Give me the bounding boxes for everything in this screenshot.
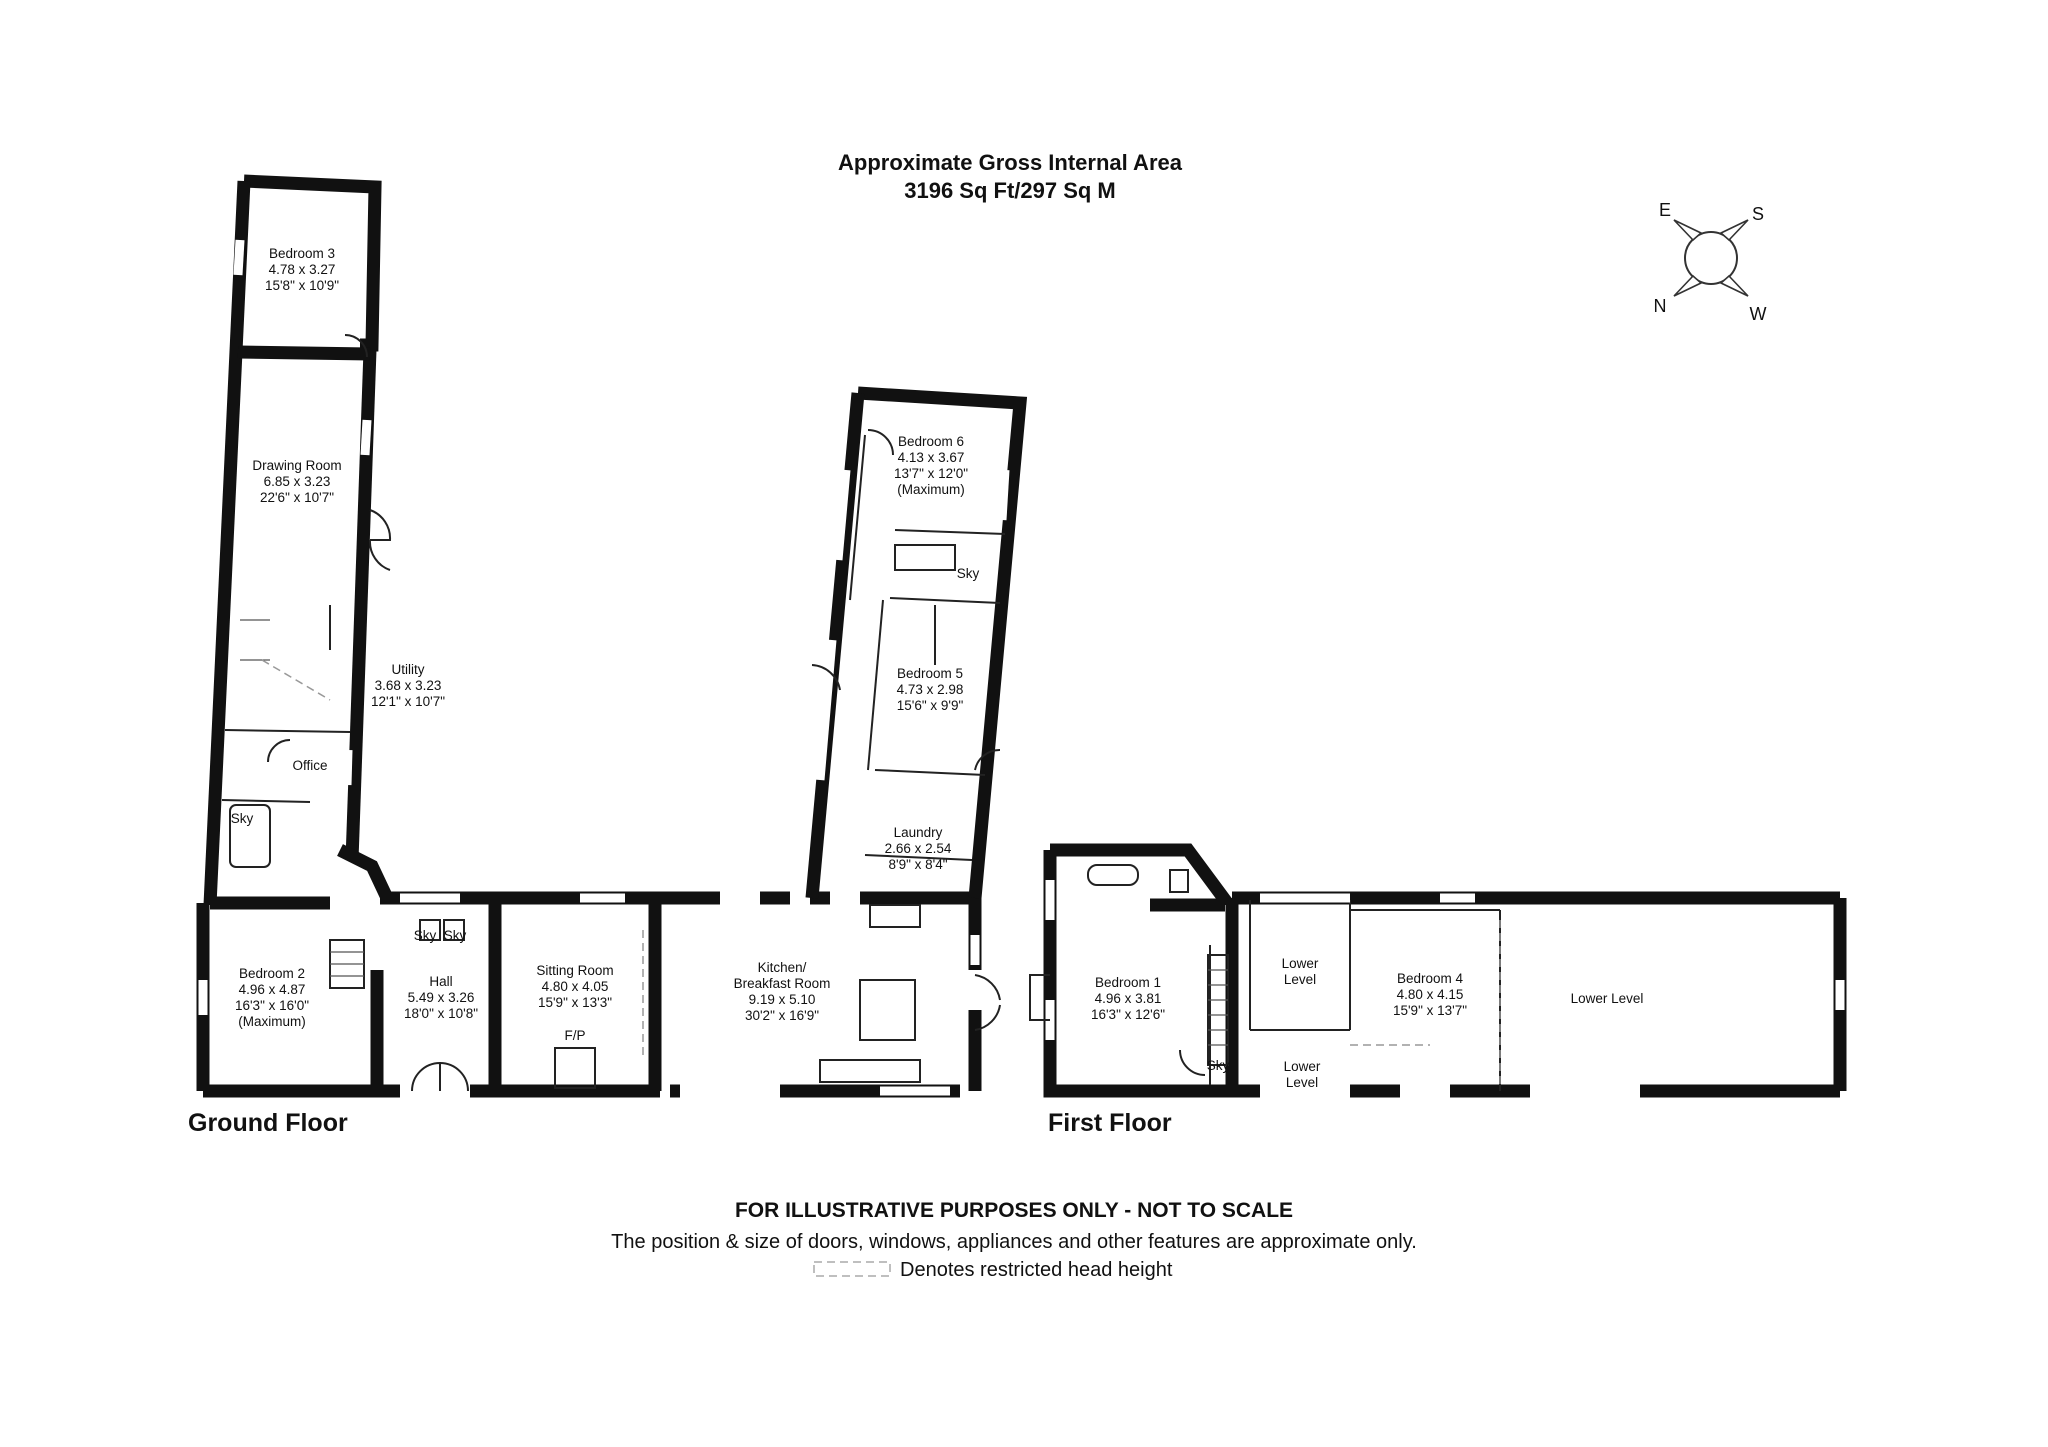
svg-text:Hall: Hall	[429, 974, 452, 989]
area-total: 3196 Sq Ft/297 Sq M	[904, 178, 1116, 203]
svg-text:Laundry: Laundry	[894, 825, 943, 840]
skylight-label: Sky	[414, 928, 437, 943]
svg-text:Bedroom 3: Bedroom 3	[269, 246, 335, 261]
svg-text:Level: Level	[1284, 972, 1316, 987]
room-laundry: Laundry 2.66 x 2.54 8'9" x 8'4"	[885, 825, 952, 872]
compass-s: S	[1752, 204, 1764, 224]
svg-text:(Maximum): (Maximum)	[897, 482, 965, 497]
compass-w: W	[1750, 304, 1767, 324]
svg-text:18'0" x 10'8": 18'0" x 10'8"	[404, 1006, 478, 1021]
room-sitting-room: Sitting Room 4.80 x 4.05 15'9" x 13'3"	[536, 963, 613, 1010]
svg-text:16'3" x 16'0": 16'3" x 16'0"	[235, 998, 309, 1013]
room-lower-level-a: Lower Level	[1282, 956, 1319, 987]
area-title: Approximate Gross Internal Area	[838, 150, 1183, 175]
svg-text:16'3" x 12'6": 16'3" x 12'6"	[1091, 1007, 1165, 1022]
svg-text:Breakfast Room: Breakfast Room	[734, 976, 831, 991]
first-floor-restricted-head-height	[1350, 920, 1501, 1085]
compass-n: N	[1654, 296, 1667, 316]
svg-text:4.96 x 3.81: 4.96 x 3.81	[1095, 991, 1162, 1006]
svg-text:(Maximum): (Maximum)	[238, 1014, 306, 1029]
room-bedroom-3: Bedroom 3 4.78 x 3.27 15'8" x 10'9"	[265, 246, 339, 293]
room-bedroom-1: Bedroom 1 4.96 x 3.81 16'3" x 12'6"	[1091, 975, 1165, 1022]
legend-text: Denotes restricted head height	[900, 1259, 1173, 1281]
svg-text:Office: Office	[292, 758, 327, 773]
room-drawing-room: Drawing Room 6.85 x 3.23 22'6" x 10'7"	[252, 458, 341, 505]
room-kitchen-breakfast: Kitchen/ Breakfast Room 9.19 x 5.10 30'2…	[734, 960, 831, 1023]
svg-text:4.78 x 3.27: 4.78 x 3.27	[269, 262, 336, 277]
svg-text:22'6" x 10'7": 22'6" x 10'7"	[260, 490, 334, 505]
restricted-head-height	[261, 659, 644, 1060]
compass-e: E	[1659, 200, 1671, 220]
svg-text:4.80 x 4.05: 4.80 x 4.05	[542, 979, 609, 994]
ground-floor-walls	[196, 174, 1028, 1098]
svg-text:Bedroom 1: Bedroom 1	[1095, 975, 1161, 990]
svg-text:Bedroom 6: Bedroom 6	[898, 434, 964, 449]
skylight-label: Sky	[231, 811, 254, 826]
svg-text:Lower: Lower	[1284, 1059, 1321, 1074]
svg-text:6.85 x 3.23: 6.85 x 3.23	[264, 474, 331, 489]
doors	[267, 334, 1001, 1092]
svg-text:Bedroom 2: Bedroom 2	[239, 966, 305, 981]
svg-text:13'7" x 12'0": 13'7" x 12'0"	[894, 466, 968, 481]
svg-text:3.68 x 3.23: 3.68 x 3.23	[375, 678, 442, 693]
restricted-height-swatch	[813, 1261, 891, 1277]
svg-text:Utility: Utility	[392, 662, 425, 677]
room-office: Office	[292, 758, 327, 773]
svg-text:12'1" x 10'7": 12'1" x 10'7"	[371, 694, 445, 709]
svg-text:4.13 x 3.67: 4.13 x 3.67	[898, 450, 965, 465]
svg-text:15'9" x 13'7": 15'9" x 13'7"	[1393, 1003, 1467, 1018]
first-floor-label: First Floor	[1048, 1109, 1172, 1137]
windows	[198, 239, 1010, 1096]
svg-text:Bedroom 5: Bedroom 5	[897, 666, 963, 681]
svg-text:Lower: Lower	[1282, 956, 1319, 971]
ground-floor-label: Ground Floor	[188, 1109, 348, 1137]
room-utility: Utility 3.68 x 3.23 12'1" x 10'7"	[371, 662, 445, 709]
room-bedroom-2: Bedroom 2 4.96 x 4.87 16'3" x 16'0" (Max…	[235, 966, 309, 1029]
fireplace-label: F/P	[564, 1028, 585, 1043]
first-floor-fixtures	[1029, 864, 1229, 1076]
skylight-label: Sky	[1207, 1058, 1230, 1073]
room-lower-level-c: Lower Level	[1571, 991, 1644, 1006]
svg-text:8'9" x 8'4": 8'9" x 8'4"	[888, 857, 947, 872]
disclaimer-heading: FOR ILLUSTRATIVE PURPOSES ONLY - NOT TO …	[735, 1199, 1293, 1222]
skylight-label: Sky	[444, 928, 467, 943]
svg-text:30'2" x 16'9": 30'2" x 16'9"	[745, 1008, 819, 1023]
svg-text:15'8" x 10'9": 15'8" x 10'9"	[265, 278, 339, 293]
compass-icon: E S N W	[1654, 200, 1767, 324]
fixtures	[229, 544, 956, 1089]
room-hall: Hall 5.49 x 3.26 18'0" x 10'8"	[404, 974, 478, 1021]
skylight-label: Sky	[957, 566, 980, 581]
svg-text:9.19 x 5.10: 9.19 x 5.10	[749, 992, 816, 1007]
svg-text:Kitchen/: Kitchen/	[758, 960, 807, 975]
svg-text:Sitting Room: Sitting Room	[536, 963, 613, 978]
room-bedroom-4: Bedroom 4 4.80 x 4.15 15'9" x 13'7"	[1393, 971, 1467, 1018]
svg-text:4.80 x 4.15: 4.80 x 4.15	[1397, 987, 1464, 1002]
room-bedroom-5: Bedroom 5 4.73 x 2.98 15'6" x 9'9"	[897, 666, 964, 713]
svg-text:5.49 x 3.26: 5.49 x 3.26	[408, 990, 475, 1005]
svg-text:4.96 x 4.87: 4.96 x 4.87	[239, 982, 306, 997]
svg-text:4.73 x 2.98: 4.73 x 2.98	[897, 682, 964, 697]
room-lower-level-b: Lower Level	[1284, 1059, 1321, 1090]
svg-text:15'6" x 9'9": 15'6" x 9'9"	[897, 698, 964, 713]
svg-text:15'9" x 13'3": 15'9" x 13'3"	[538, 995, 612, 1010]
room-bedroom-6: Bedroom 6 4.13 x 3.67 13'7" x 12'0" (Max…	[894, 434, 968, 497]
disclaimer-text: The position & size of doors, windows, a…	[611, 1231, 1417, 1253]
svg-text:Bedroom 4: Bedroom 4	[1397, 971, 1464, 986]
svg-text:Drawing Room: Drawing Room	[252, 458, 341, 473]
svg-text:Level: Level	[1286, 1075, 1318, 1090]
svg-text:2.66 x 2.54: 2.66 x 2.54	[885, 841, 952, 856]
